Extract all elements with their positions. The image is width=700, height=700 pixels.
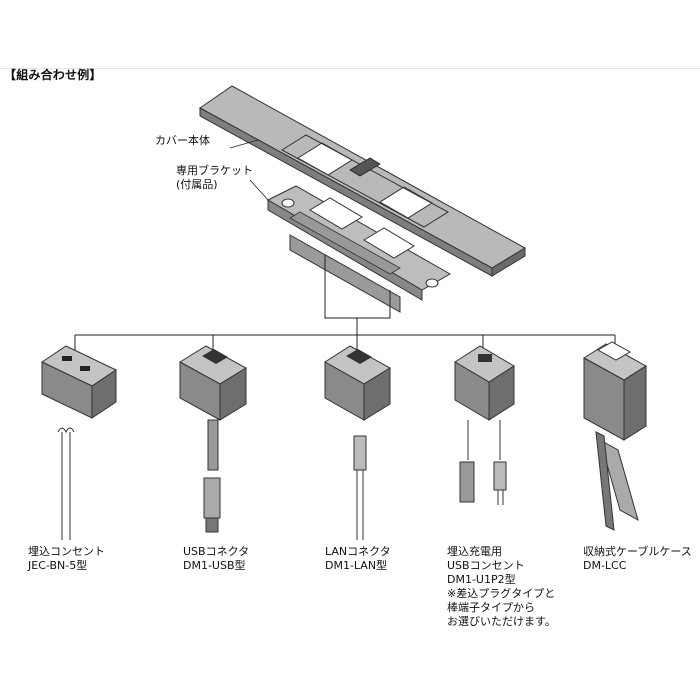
product-lan-connector: LANコネクタ DM1-LAN型	[325, 545, 391, 573]
product-cable-case: 収納式ケーブルケース DM-LCC	[583, 545, 692, 573]
lan-connector-illustration	[324, 345, 391, 540]
usb-charge-outlet-illustration	[454, 345, 515, 505]
product-model: DM1-LAN型	[325, 559, 388, 572]
bracket-label: 専用ブラケット	[176, 164, 253, 177]
product-name: 埋込充電用	[447, 545, 502, 558]
product-note: 棒端子タイプから	[447, 601, 535, 614]
section-title: 【組み合わせ例】	[4, 68, 102, 82]
product-model: USBコンセント	[447, 559, 525, 572]
product-model-2: DM1-U1P2型	[447, 573, 516, 586]
product-outlet: 埋込コンセント JEC-BN-5型	[28, 545, 105, 573]
bracket-sub-label: (付属品)	[176, 178, 218, 191]
product-model: DM1-USB型	[183, 559, 246, 572]
product-name: LANコネクタ	[325, 545, 391, 558]
outlet-illustration	[40, 345, 118, 540]
product-usb-charge-outlet: 埋込充電用 USBコンセント DM1-U1P2型 ※差込プラグタイプと 棒端子タ…	[447, 545, 556, 629]
product-model: JEC-BN-5型	[28, 559, 88, 572]
cable-case-illustration	[583, 341, 647, 531]
cover-label: カバー本体	[155, 134, 210, 147]
product-model: DM-LCC	[583, 559, 627, 572]
product-note: ※差込プラグタイプと	[447, 587, 556, 600]
cover-body	[199, 85, 526, 277]
usb-connector-illustration	[179, 345, 247, 533]
header-rule	[0, 68, 700, 69]
product-name: USBコネクタ	[183, 545, 250, 558]
product-usb-connector: USBコネクタ DM1-USB型	[183, 545, 249, 573]
product-note: お選びいただけます。	[447, 615, 556, 628]
product-name: 収納式ケーブルケース	[583, 545, 692, 558]
product-name: 埋込コンセント	[28, 545, 105, 558]
bracket	[266, 185, 452, 313]
